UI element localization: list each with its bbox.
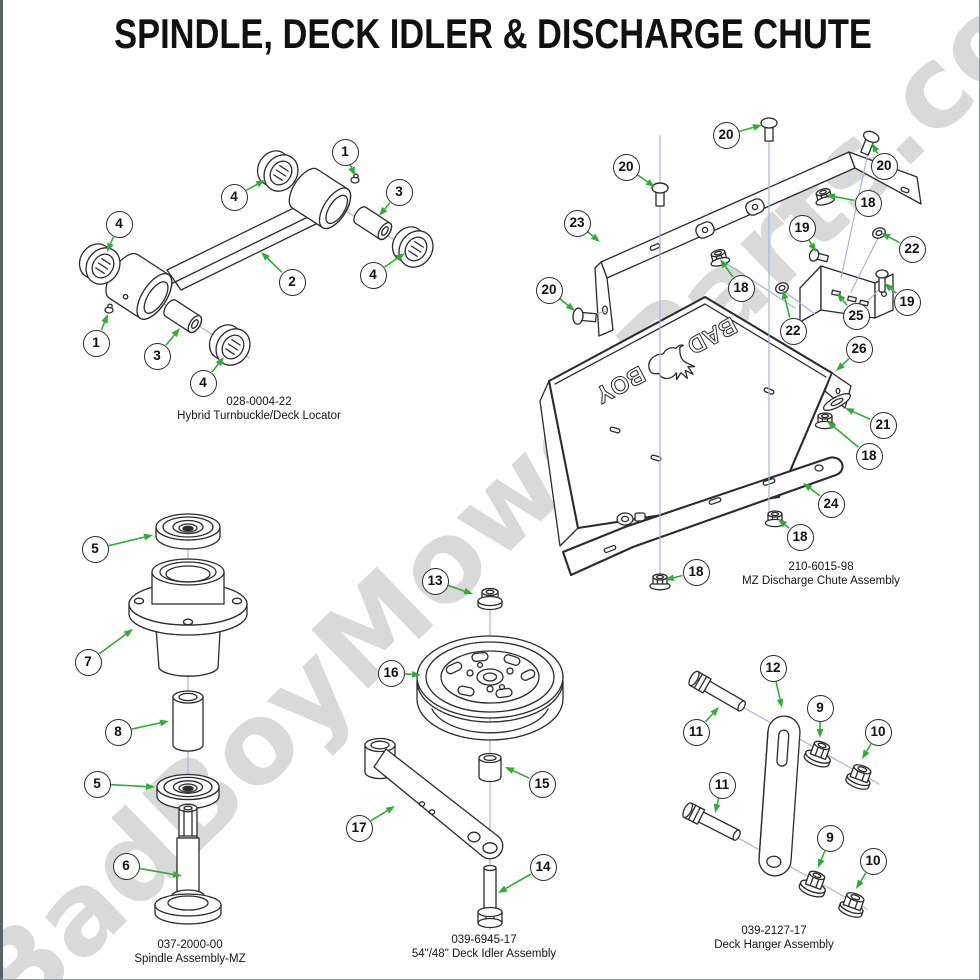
idler-spacer: [479, 754, 501, 782]
spacer-tube: [161, 298, 204, 335]
curved-washer: [821, 391, 852, 414]
idler-diagram: [365, 589, 563, 931]
clevis-pin: [876, 270, 888, 292]
flange-nut: [650, 574, 670, 590]
flange-lock-nut: [844, 762, 874, 792]
bushing: [203, 318, 257, 372]
turnbuckle-right-collar: [283, 163, 357, 233]
assembly-label-turnbuckle: 028-0004-22 Hybrid Turnbuckle/Deck Locat…: [177, 396, 341, 423]
part-name: MZ Discharge Chute Assembly: [742, 574, 900, 587]
part-name: Spindle Assembly-MZ: [134, 952, 246, 965]
flange-nut: [766, 511, 785, 527]
hanger-strap: [758, 715, 801, 877]
grease-zerk: [351, 174, 359, 183]
part-name: 54"/48" Deck Idler Assembly: [411, 947, 557, 960]
assembly-label-hanger: 039-2127-17 Deck Hanger Assembly: [714, 925, 834, 952]
buck-head-icon: [645, 342, 698, 393]
exploded-diagram: BAD BOY: [3, 0, 980, 980]
bushing: [73, 237, 127, 291]
flat-washer: [774, 281, 790, 295]
hex-bolt: [808, 248, 829, 264]
part-number: 039-6945-17: [451, 934, 517, 946]
hex-bolt: [687, 670, 748, 715]
idler-bolt: [478, 866, 502, 928]
flat-washer: [871, 226, 887, 240]
page-title: SPINDLE, DECK IDLER & DISCHARGE CHUTE: [114, 10, 872, 57]
carriage-bolt: [652, 183, 668, 206]
hanger-diagram: [681, 670, 879, 920]
turnbuckle-tube: [167, 202, 320, 290]
spacer-tube: [351, 205, 394, 242]
spindle-diagram: [129, 514, 247, 924]
carriage-bolt: [572, 308, 596, 326]
flange-nut: [803, 738, 836, 770]
flange-nut: [708, 248, 730, 268]
part-name: Deck Hanger Assembly: [714, 938, 834, 951]
part-number: 210-6015-98: [788, 561, 854, 573]
grease-zerk: [105, 304, 113, 313]
part-number: 037-2000-00: [157, 939, 223, 951]
flange-nut: [478, 589, 502, 610]
bearing: [157, 775, 219, 809]
chute-upper-bar: [595, 152, 921, 336]
idler-arm: [365, 739, 503, 859]
chute-plate: BAD BOY: [540, 297, 851, 546]
spindle-shaft: [155, 804, 221, 924]
assembly-label-spindle: 037-2000-00 Spindle Assembly-MZ: [134, 939, 245, 966]
assembly-label-idler: 039-6945-17 54"/48" Deck Idler Assembly: [412, 934, 556, 961]
bushing: [386, 220, 440, 274]
flange-nut: [798, 868, 831, 900]
discharge-chute-diagram: BAD BOY: [540, 118, 921, 590]
part-number: 028-0004-22: [226, 396, 292, 408]
flange-nut: [816, 413, 835, 429]
turnbuckle-left-collar: [99, 248, 178, 325]
turnbuckle-diagram: [73, 144, 440, 372]
bearing: [156, 514, 220, 549]
assembly-label-discharge-chute: 210-6015-98 MZ Discharge Chute Assembly: [742, 561, 900, 588]
hex-bolt: [681, 801, 743, 843]
carriage-bolt: [761, 118, 777, 141]
carriage-bolt: [857, 129, 880, 156]
part-name: Hybrid Turnbuckle/Deck Locator: [177, 409, 341, 422]
spindle-housing: [129, 559, 247, 676]
flange-lock-nut: [837, 890, 867, 920]
spindle-spacer: [173, 691, 203, 751]
chute-lower-plate: [563, 457, 843, 575]
flange-nut: [813, 187, 835, 207]
part-number: 039-2127-17: [741, 925, 807, 937]
idler-pulley: [417, 636, 563, 740]
